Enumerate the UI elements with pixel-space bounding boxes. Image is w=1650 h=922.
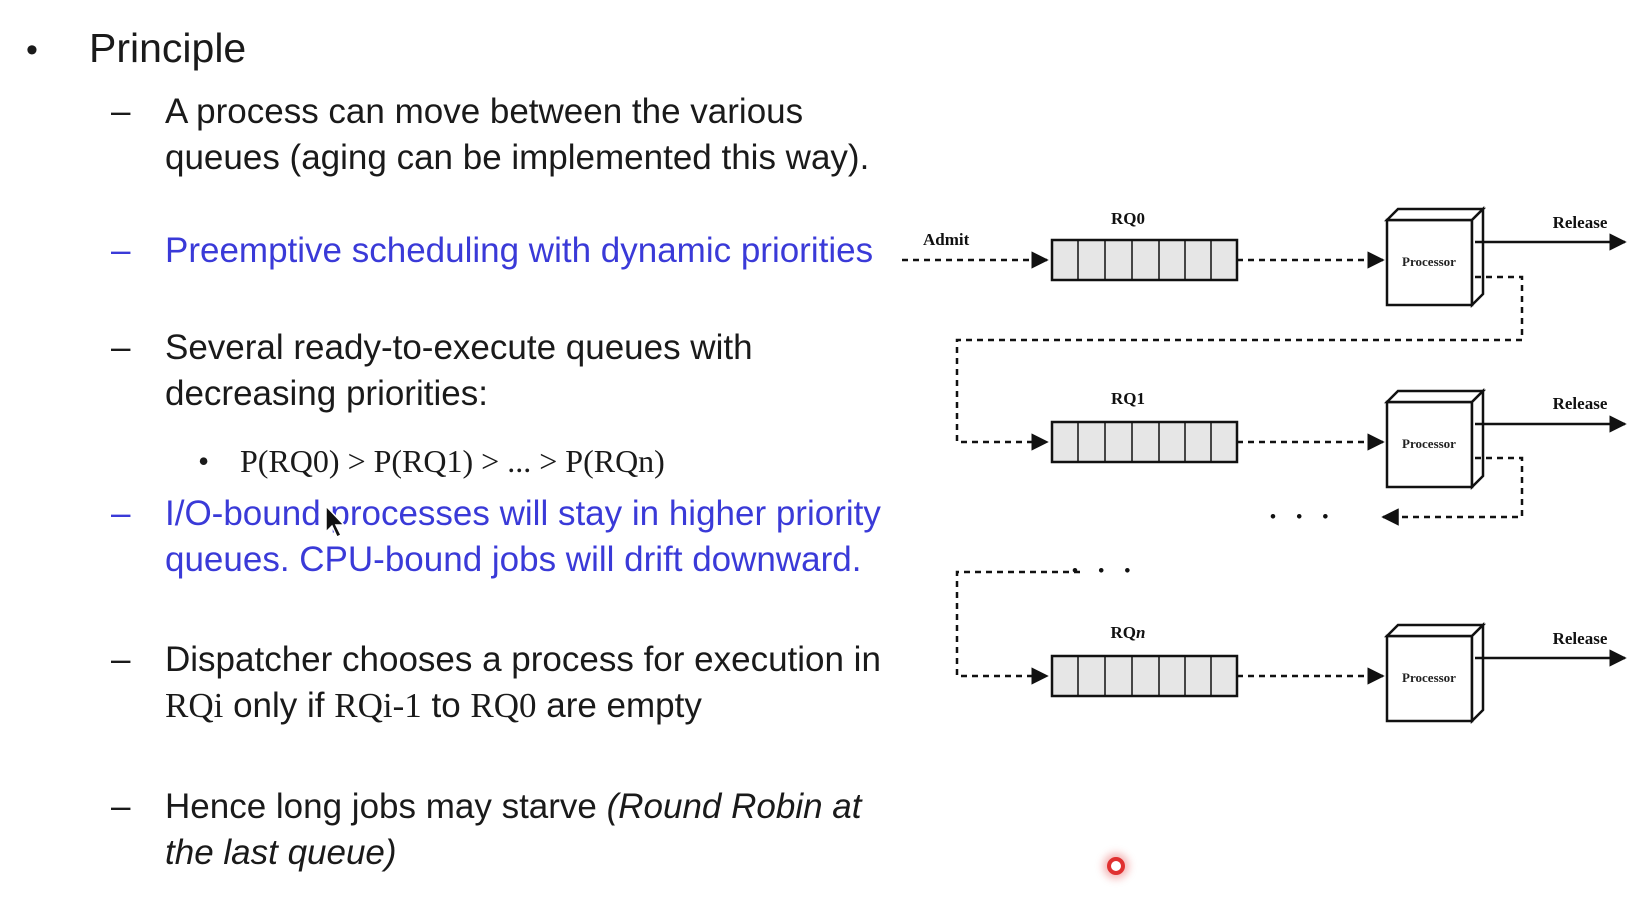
ready-queue-rq0 — [1050, 238, 1239, 282]
subitem-bullet: • — [198, 443, 210, 479]
dispatcher-text-pre: Dispatcher chooses a process for executi… — [165, 640, 881, 679]
dash-marker: – — [111, 92, 131, 131]
rq0-term: RQ0 — [470, 686, 537, 725]
heading-principle: Principle — [89, 25, 247, 71]
queue-slots — [1077, 656, 1212, 696]
heading-bullet: • — [26, 31, 38, 69]
queue-label-rqn-index: n — [1136, 623, 1145, 642]
item-text: A process can move between the various q… — [165, 92, 870, 177]
queue-slots — [1077, 422, 1212, 462]
dispatcher-text-mid1: only if — [223, 686, 335, 725]
dispatcher-text-mid2: to — [421, 686, 471, 725]
queue-row-rq1: RQ1 Processor Release — [1050, 387, 1627, 491]
item-text: Dispatcher chooses a process for executi… — [165, 637, 905, 729]
processor-label: Processor — [1402, 436, 1456, 451]
subitem-text: P(RQ0) > P(RQ1) > ... > P(RQn) — [240, 443, 665, 479]
queue-slots — [1077, 240, 1212, 280]
ellipsis-lower: • • • — [1072, 561, 1138, 580]
processor-box-rq1: Processor — [1383, 387, 1487, 491]
processor-box-rqn: Processor — [1383, 621, 1487, 725]
item-text: Several ready-to-execute queues with dec… — [165, 328, 753, 413]
round-robin-note: (Round Robin at the last queue) — [165, 787, 862, 872]
dash-marker: – — [111, 787, 131, 826]
queue-row-rqn: RQn Processor Release — [1050, 621, 1627, 725]
recording-indicator-icon — [1107, 857, 1125, 875]
rqi-term: RQi — [165, 686, 224, 725]
starvation-text: Hence long jobs may starve — [165, 787, 607, 826]
rqi-minus-1-term: RQi-1 — [334, 686, 422, 725]
processor-label: Processor — [1402, 254, 1456, 269]
multilevel-feedback-queue-diagram: Admit RQ0 Processor Release RQ1 — [902, 205, 1627, 725]
release-label: Release — [1553, 629, 1608, 648]
dash-marker: – — [111, 494, 131, 533]
item-text: Preemptive scheduling with dynamic prior… — [165, 231, 874, 270]
release-label: Release — [1553, 213, 1608, 232]
dash-marker: – — [111, 328, 131, 367]
ready-queue-rq1 — [1050, 420, 1239, 464]
queue-label-rq1: RQ1 — [1111, 389, 1145, 408]
dash-marker: – — [111, 231, 131, 270]
queue-label-rq0: RQ0 — [1111, 209, 1145, 228]
queue-label-rqn-base: RQ — [1111, 623, 1137, 642]
item-text: Hence long jobs may starve (Round Robin … — [165, 784, 905, 876]
demotion-path-rq0-to-rq1 — [955, 275, 1524, 451]
mouse-cursor-icon — [325, 504, 346, 539]
queue-label-rqn: RQn — [1111, 623, 1146, 642]
processor-label: Processor — [1402, 670, 1456, 685]
ellipsis-upper: • • • — [1270, 507, 1336, 526]
demotion-path-rq1-down — [1381, 456, 1524, 526]
item-text: I/O-bound processes will stay in higher … — [165, 494, 881, 579]
release-label: Release — [1553, 394, 1608, 413]
processor-box-rq0: Processor — [1383, 205, 1487, 309]
dash-marker: – — [111, 640, 131, 679]
dispatcher-text-post: are empty — [536, 686, 702, 725]
ready-queue-rqn — [1050, 654, 1239, 698]
queue-row-rq0: RQ0 Processor Release — [1050, 205, 1627, 309]
admit-label: Admit — [923, 230, 970, 249]
